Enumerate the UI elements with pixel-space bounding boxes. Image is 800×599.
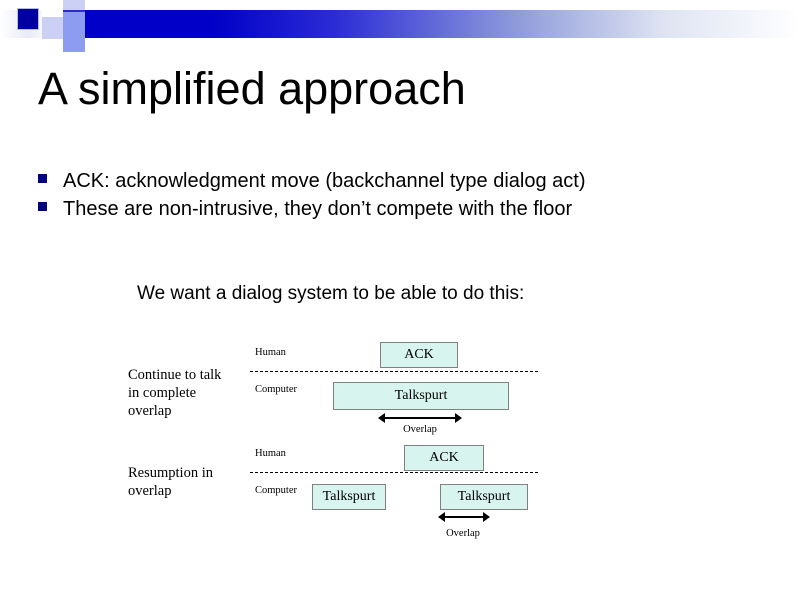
diagram-1-side-label: Continue to talk in complete overlap <box>128 367 222 419</box>
arrow-head-left-icon <box>378 413 385 423</box>
header-square-light-top <box>42 0 64 22</box>
diagram-1-lane-label-human: Human <box>255 347 286 358</box>
bullet-text: ACK: acknowledgment move (backchannel ty… <box>63 170 586 192</box>
arrow-head-left-icon <box>438 512 445 522</box>
page-title: A simplified approach <box>38 63 466 114</box>
list-item: These are non-intrusive, they don’t comp… <box>38 196 738 222</box>
diagram-1-overlap-arrow-icon <box>378 413 462 423</box>
diagram-2-box-talkspurt-second: Talkspurt <box>440 484 528 510</box>
diagram-2-lane-label-computer: Computer <box>255 485 297 496</box>
diagram-2-box-ack: ACK <box>404 445 484 471</box>
header-square-rule <box>63 10 85 12</box>
header-square-pale <box>63 0 85 11</box>
list-item: ACK: acknowledgment move (backchannel ty… <box>38 168 738 194</box>
header-gradient-band <box>47 10 800 38</box>
diagram-2-overlap-label: Overlap <box>446 528 480 539</box>
header-square-light-bottom <box>42 39 63 59</box>
header-square-light-mid <box>42 17 63 39</box>
arrow-head-right-icon <box>455 413 462 423</box>
square-bullet-icon <box>38 202 47 211</box>
diagram-2-box-talkspurt-first: Talkspurt <box>312 484 386 510</box>
header-square-periwinkle <box>63 12 85 30</box>
diagram-2-floor-divider <box>250 472 538 473</box>
arrow-shaft <box>442 516 486 518</box>
header-square-periwinkle-lower <box>63 30 85 52</box>
diagram-1-box-ack: ACK <box>380 342 458 368</box>
diagram-1-floor-divider <box>250 371 538 372</box>
diagram-1-overlap-label: Overlap <box>403 424 437 435</box>
arrow-shaft <box>382 417 458 419</box>
diagram-1-lane-label-computer: Computer <box>255 384 297 395</box>
arrow-head-right-icon <box>483 512 490 522</box>
bullet-list: ACK: acknowledgment move (backchannel ty… <box>38 168 738 224</box>
diagram-1-box-talkspurt: Talkspurt <box>333 382 509 410</box>
diagram-2-lane-label-human: Human <box>255 448 286 459</box>
diagram-2-overlap-arrow-icon <box>438 512 490 522</box>
square-bullet-icon <box>38 174 47 183</box>
diagram-2-side-label: Resumption in overlap <box>128 465 213 499</box>
header-square-navy <box>17 8 39 30</box>
header-decoration <box>0 0 800 59</box>
bullet-text: These are non-intrusive, they don’t comp… <box>63 198 573 220</box>
subheading: We want a dialog system to be able to do… <box>137 283 525 304</box>
header-square-dark-cover <box>85 12 107 38</box>
